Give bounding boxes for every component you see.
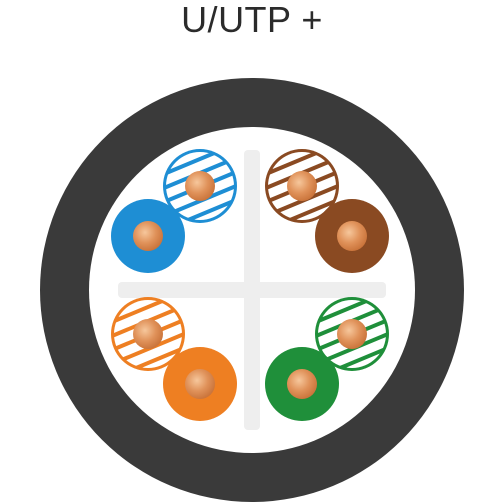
green-pair <box>265 297 389 421</box>
copper-conductor <box>133 319 163 349</box>
copper-conductor <box>133 221 163 251</box>
copper-conductor <box>185 369 215 399</box>
cross-separator <box>118 150 386 430</box>
copper-conductor <box>287 171 317 201</box>
blue-pair <box>111 149 237 273</box>
blue-white-striped-wire <box>163 149 237 223</box>
green-white-striped-wire <box>315 297 389 371</box>
brown-pair <box>265 149 389 273</box>
orange-solid-wire <box>163 347 237 421</box>
orange-pair <box>111 297 237 421</box>
green-solid-wire <box>265 347 339 421</box>
copper-conductor <box>337 319 367 349</box>
brown-solid-wire <box>315 199 389 273</box>
copper-conductor <box>185 171 215 201</box>
diagram-title: U/UTP + <box>181 0 323 40</box>
blue-solid-wire <box>111 199 185 273</box>
copper-conductor <box>337 221 367 251</box>
brown-white-striped-wire <box>265 149 339 223</box>
orange-white-striped-wire <box>111 297 185 371</box>
copper-conductor <box>287 369 317 399</box>
